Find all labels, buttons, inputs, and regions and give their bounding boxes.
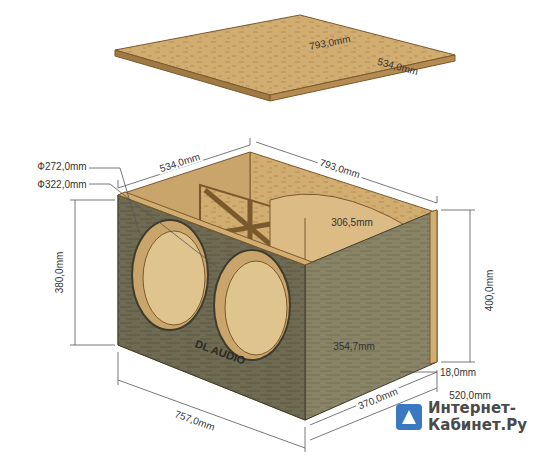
front-width-dimension: 757,0mm	[172, 407, 219, 433]
dimension-lines	[70, 138, 475, 452]
side-panel	[305, 210, 437, 420]
thickness-dimension: 18,0mm	[438, 367, 478, 378]
panel-edge	[430, 210, 437, 364]
height-dimension: 400,0mm	[485, 267, 496, 313]
hole-diameter: Ф322,0mm	[35, 179, 88, 190]
watermark-logo	[396, 404, 422, 430]
height-dimension: 380,0mm	[55, 249, 66, 295]
hole-diameter: Ф272,0mm	[35, 161, 88, 172]
inner-dimension: 306,5mm	[331, 217, 373, 228]
watermark: Интернет-Кабинет.Ру	[428, 400, 536, 435]
inner-dimension: 354,7mm	[333, 341, 375, 352]
front-panel	[118, 192, 312, 420]
lid-panel	[115, 15, 455, 101]
